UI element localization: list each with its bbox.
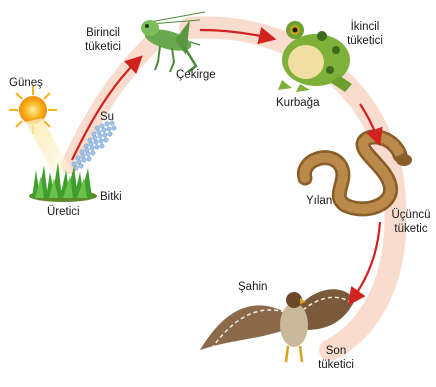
grasshopper-label: Çekirge [176, 68, 216, 82]
hawk-label: Şahin [238, 280, 267, 294]
primary-consumer-label: Birincil tüketici [79, 26, 127, 54]
snake-label: Yılan [306, 194, 332, 208]
final-consumer-label-line1: Son [311, 344, 361, 358]
tertiary-consumer-label: Üçüncü tüketic [386, 208, 436, 236]
water-label: Su [100, 110, 114, 124]
final-consumer-label: Son tüketici [311, 344, 361, 372]
cycle-arc-start [70, 45, 150, 165]
producer-label: Üretici [47, 205, 80, 219]
secondary-consumer-label: İkincil tüketici [340, 20, 390, 48]
plant-label: Bitki [100, 190, 122, 204]
frog-label: Kurbağa [276, 96, 319, 110]
tertiary-consumer-label-line2: tüketic [386, 222, 436, 236]
primary-consumer-label-line2: tüketici [79, 40, 127, 54]
secondary-consumer-label-line1: İkincil [340, 20, 390, 34]
secondary-consumer-label-line2: tüketici [340, 34, 390, 48]
final-consumer-label-line2: tüketici [311, 358, 361, 372]
primary-consumer-label-line1: Birincil [79, 26, 127, 40]
tertiary-consumer-label-line1: Üçüncü [386, 208, 436, 222]
sun-label: Güneş [9, 76, 43, 90]
